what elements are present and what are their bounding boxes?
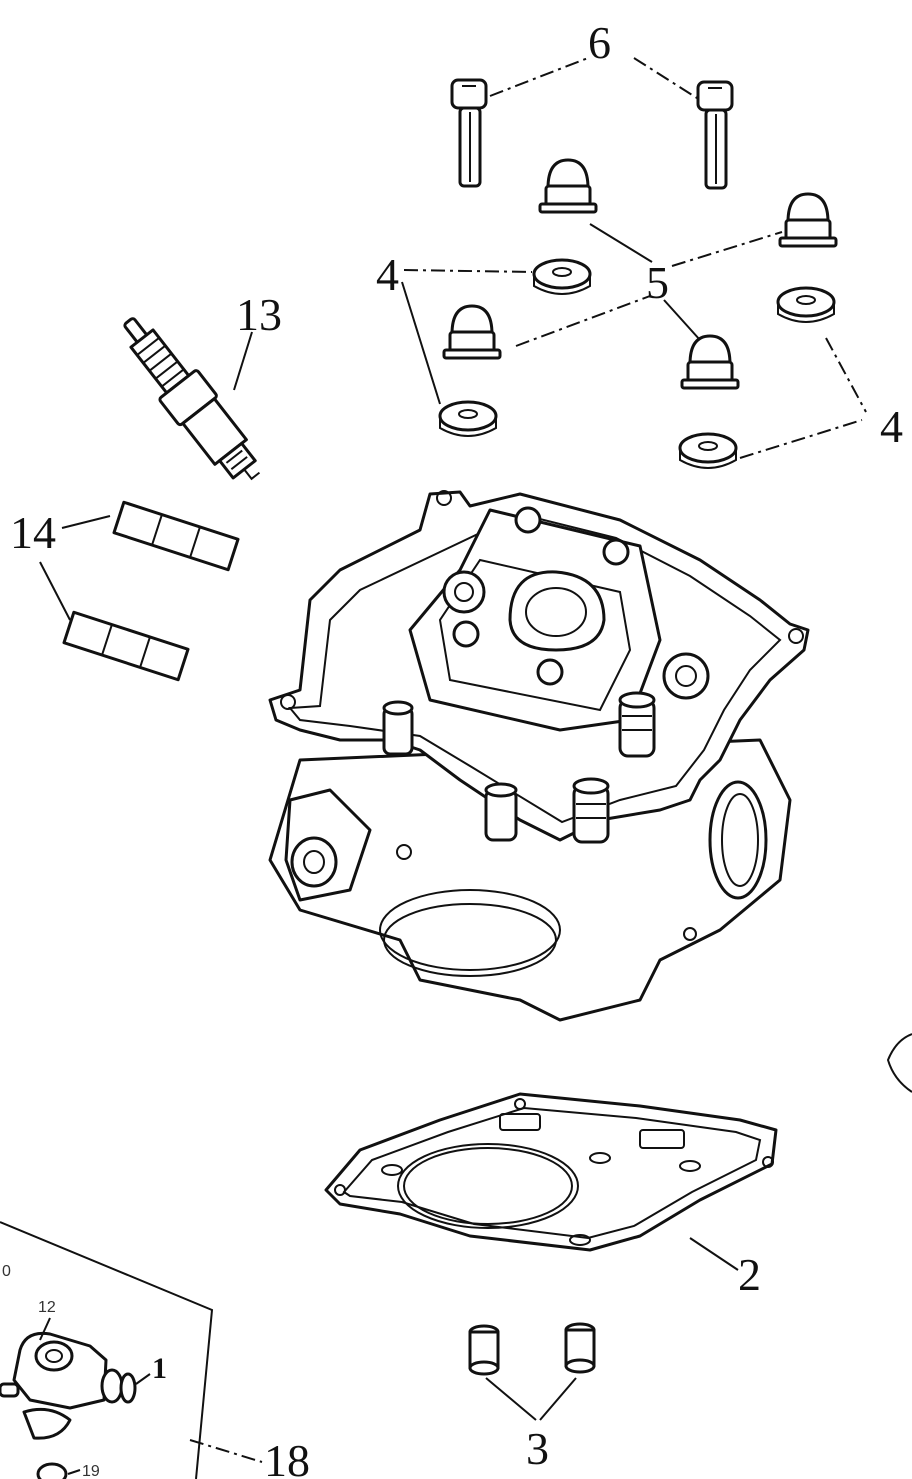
- dowel-pin-right: [564, 1322, 596, 1374]
- valve-spring-left: [382, 700, 414, 756]
- washer-4: [678, 432, 738, 469]
- valve-spring-right: [618, 691, 656, 758]
- callout-5: 5: [646, 257, 669, 308]
- callout-19-leader: [67, 1469, 81, 1475]
- washer-2: [776, 286, 836, 323]
- cap-nut-4: [680, 334, 740, 390]
- callout-3: 3: [526, 1423, 549, 1474]
- head-gasket-leader: [689, 1237, 739, 1271]
- callout-19: 19: [82, 1463, 100, 1479]
- dowel-strip-upper: [112, 500, 240, 572]
- bolt-left: [450, 78, 488, 188]
- washer-1: [532, 258, 592, 295]
- callout-18: 18: [264, 1435, 310, 1479]
- partial-part-edge: [886, 1033, 912, 1093]
- cap-nut-2: [778, 192, 838, 248]
- cylinder-head: [268, 490, 810, 1022]
- callout-2: 2: [738, 1249, 761, 1300]
- callout-4-right: 4: [880, 401, 903, 452]
- dowel-strips-leader: [39, 515, 111, 621]
- dowel-pins-leader: [485, 1377, 577, 1421]
- callout-6: 6: [588, 17, 611, 68]
- callout-1-leader: [135, 1373, 151, 1385]
- inset-panel: 0 12 1 19: [0, 1221, 214, 1479]
- bolts-leader: [489, 57, 701, 101]
- bolt-right: [696, 80, 734, 190]
- callout-13: 13: [236, 289, 282, 340]
- dowel-strip-lower: [62, 610, 190, 682]
- callout-4-left: 4: [376, 249, 399, 300]
- head-gasket: [324, 1092, 778, 1252]
- spark-plug: [123, 317, 261, 481]
- valve-spring-front-left: [484, 782, 518, 842]
- callout-14: 14: [10, 507, 56, 558]
- washer-3: [438, 400, 498, 437]
- callout-10: 0: [2, 1263, 11, 1280]
- callout-12-leader: [39, 1317, 51, 1341]
- cap-nut-3: [442, 304, 502, 360]
- callout-1: 1: [152, 1352, 167, 1385]
- spark-plug-leader: [233, 331, 253, 391]
- cap-nut-1: [538, 158, 598, 214]
- callout-12: 12: [38, 1299, 56, 1316]
- washers-leader: [401, 269, 867, 459]
- cap-nuts-leader: [515, 223, 783, 347]
- o-ring: [119, 1372, 137, 1404]
- inset-leader: [189, 1439, 263, 1463]
- valve-spring-front-right: [572, 777, 610, 844]
- thermostat-housing: [0, 1331, 124, 1479]
- dowel-pin-left: [468, 1324, 500, 1376]
